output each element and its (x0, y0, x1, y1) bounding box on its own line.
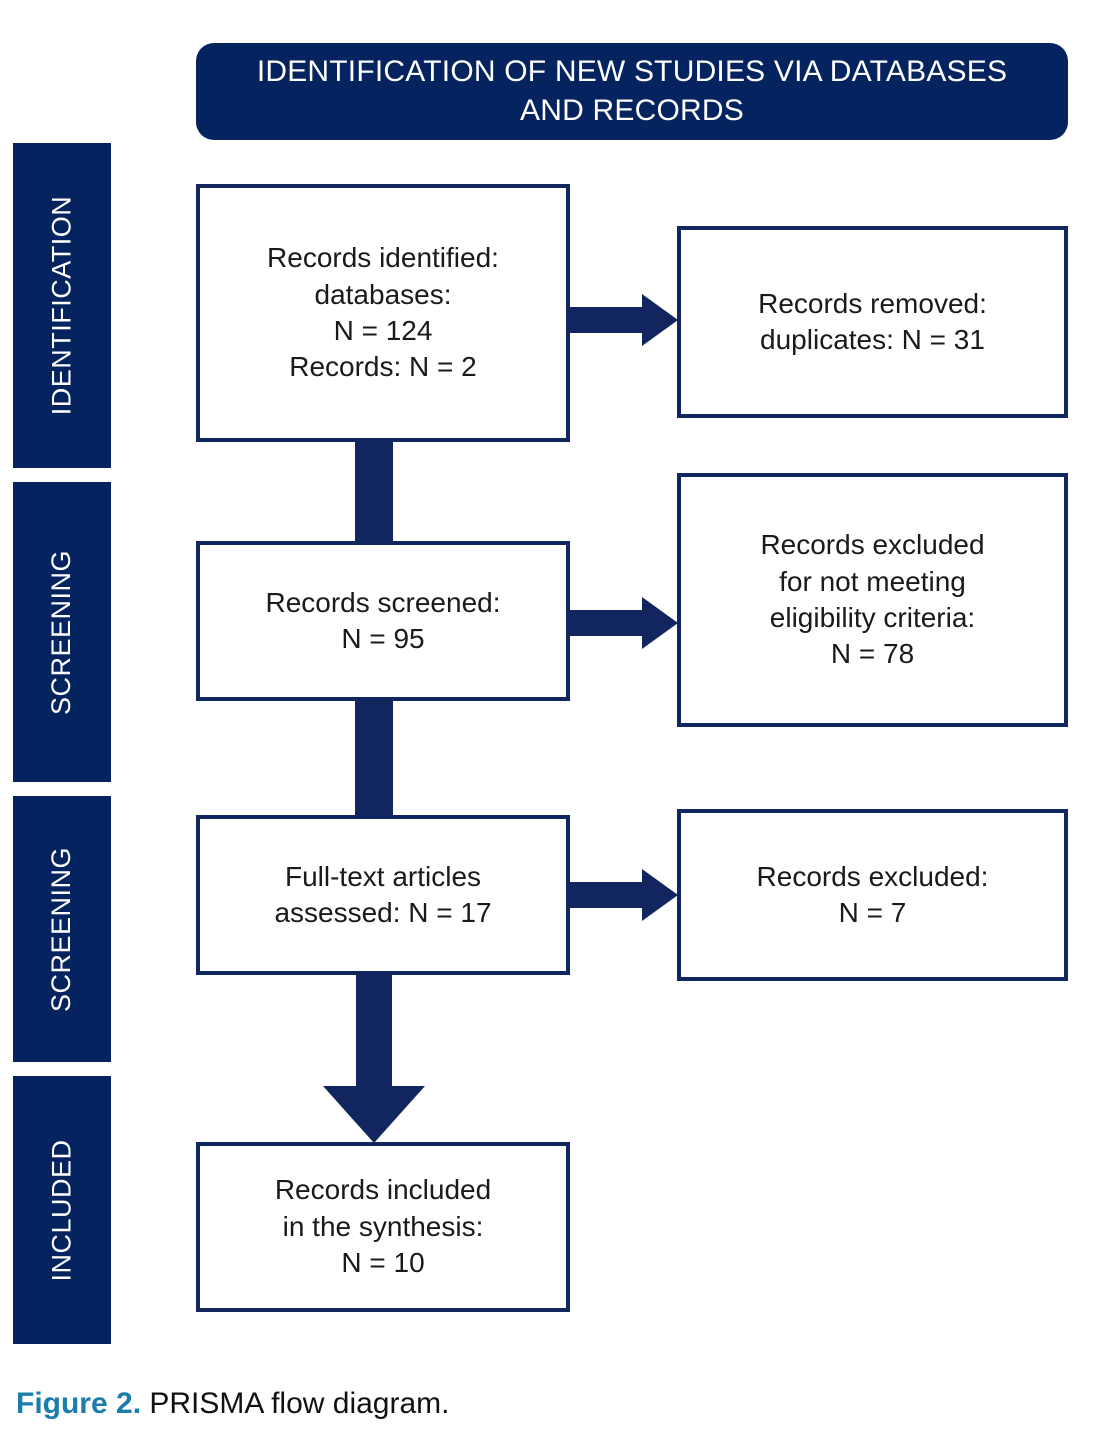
arrow-identified-to-removed (566, 294, 678, 346)
arrow-screened-to-excluded-eligibility (566, 597, 678, 649)
stage-label-identification: IDENTIFICATION (46, 195, 77, 416)
diagram-header-banner: IDENTIFICATION OF NEW STUDIES VIA DATABA… (196, 43, 1068, 140)
box-records-screened-text: Records screened: N = 95 (265, 586, 501, 654)
connector-screened-to-fulltext (355, 700, 393, 820)
box-records-included: Records included in the synthesis: N = 1… (196, 1142, 570, 1312)
box-records-identified-text: Records identified: databases: N = 124 R… (267, 242, 499, 383)
stage-bar-screening-1: SCREENING (13, 482, 111, 782)
box-records-excluded-eligibility: Records excluded for not meeting eligibi… (677, 473, 1068, 727)
diagram-header-title: IDENTIFICATION OF NEW STUDIES VIA DATABA… (256, 55, 1008, 127)
box-records-excluded-fulltext-text: Records excluded: N = 7 (756, 860, 989, 928)
box-records-removed-text: Records removed: duplicates: N = 31 (758, 287, 987, 355)
stage-label-screening-2: SCREENING (46, 846, 77, 1012)
stage-label-included: INCLUDED (46, 1138, 77, 1282)
box-records-screened: Records screened: N = 95 (196, 541, 570, 701)
box-records-excluded-eligibility-text: Records excluded for not meeting eligibi… (760, 529, 985, 670)
arrow-fulltext-to-included (323, 973, 425, 1143)
figure-caption-label: Figure 2. (16, 1387, 142, 1420)
figure-caption: Figure 2. PRISMA flow diagram. (16, 1386, 449, 1422)
box-records-identified: Records identified: databases: N = 124 R… (196, 184, 570, 442)
stage-bar-included: INCLUDED (13, 1076, 111, 1344)
figure-caption-text: PRISMA flow diagram. (149, 1387, 450, 1420)
box-fulltext-assessed-text: Full-text articles assessed: N = 17 (274, 860, 492, 928)
box-records-included-text: Records included in the synthesis: N = 1… (274, 1174, 492, 1279)
box-records-removed: Records removed: duplicates: N = 31 (677, 226, 1068, 418)
connector-identified-to-screened (355, 438, 393, 546)
box-fulltext-assessed: Full-text articles assessed: N = 17 (196, 815, 570, 975)
stage-bar-identification: IDENTIFICATION (13, 143, 111, 468)
stage-bar-screening-2: SCREENING (13, 796, 111, 1062)
arrow-fulltext-to-excluded-fulltext (566, 869, 678, 921)
box-records-excluded-fulltext: Records excluded: N = 7 (677, 809, 1068, 981)
stage-label-screening-1: SCREENING (46, 549, 77, 715)
